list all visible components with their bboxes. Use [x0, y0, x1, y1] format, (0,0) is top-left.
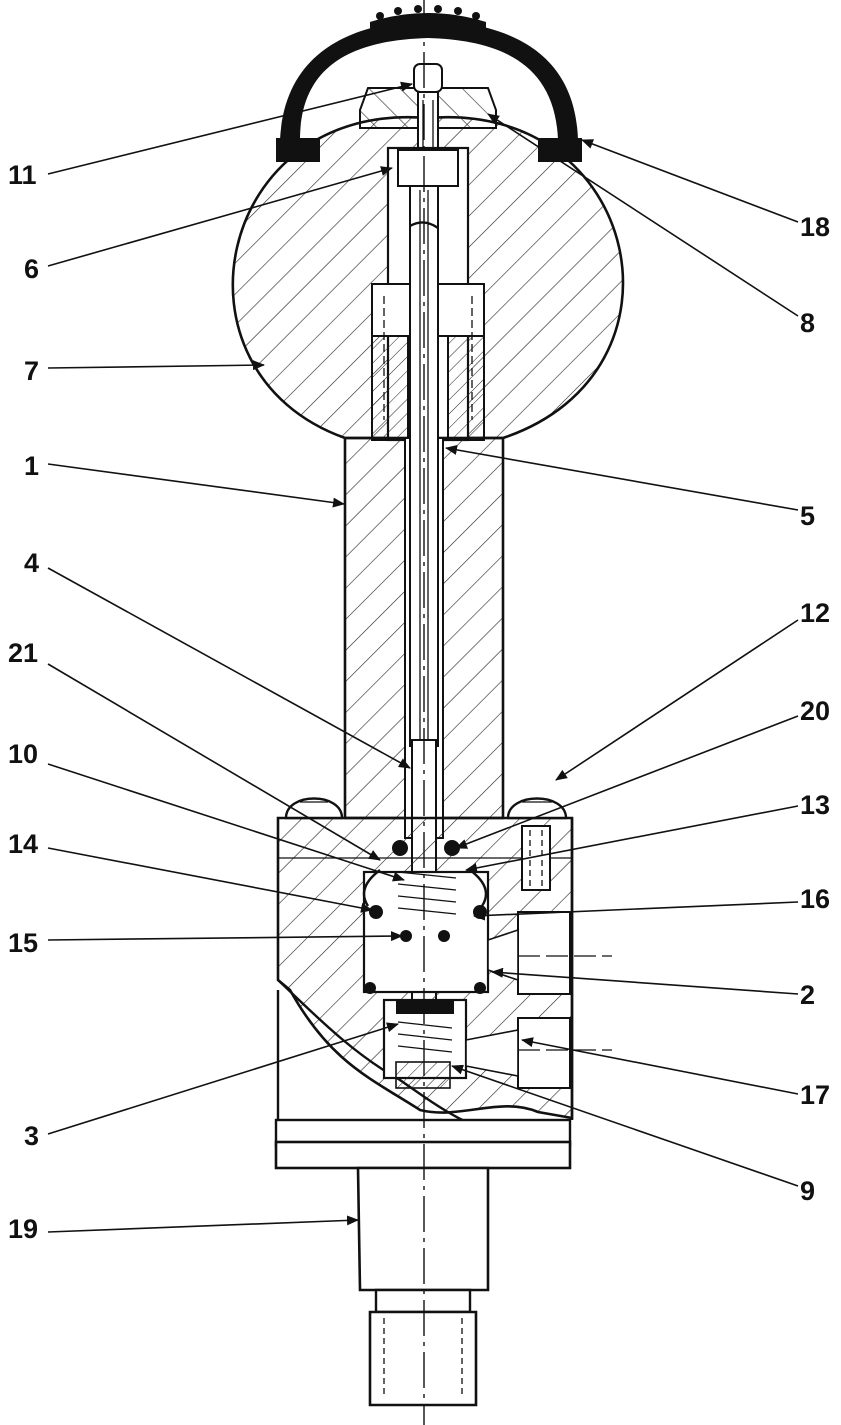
callout-label-5: 5 — [800, 501, 815, 531]
callout-17: 17 — [521, 1037, 830, 1110]
callout-14: 14 — [8, 829, 373, 913]
callout-label-21: 21 — [8, 638, 38, 668]
callout-8: 8 — [487, 113, 815, 338]
callout-label-17: 17 — [800, 1080, 830, 1110]
leader-line-18 — [581, 139, 799, 223]
callout-label-4: 4 — [24, 548, 39, 578]
callout-label-14: 14 — [8, 829, 38, 859]
callout-4: 4 — [24, 548, 411, 769]
callout-label-1: 1 — [24, 451, 39, 481]
callout-label-13: 13 — [800, 790, 830, 820]
knob-cover-part — [276, 5, 582, 162]
leader-line-17 — [521, 1037, 799, 1095]
callout-18: 18 — [581, 139, 830, 242]
leader-line-8 — [487, 113, 799, 317]
callout-label-18: 18 — [800, 212, 830, 242]
leader-line-5 — [445, 444, 799, 511]
callout-21: 21 — [8, 638, 381, 861]
leader-line-19 — [47, 1215, 359, 1233]
callout-10: 10 — [8, 739, 405, 882]
leader-line-7 — [47, 360, 265, 371]
callout-19: 19 — [8, 1214, 359, 1244]
callout-label-11: 11 — [8, 160, 37, 190]
leader-line-12 — [555, 619, 799, 781]
leader-line-16 — [473, 901, 799, 921]
callout-16: 16 — [473, 884, 830, 921]
callout-label-7: 7 — [24, 356, 39, 386]
callout-9: 9 — [451, 1064, 815, 1206]
callout-11: 11 — [8, 81, 413, 190]
callout-1: 1 — [24, 451, 345, 508]
leader-line-14 — [47, 847, 373, 913]
leader-line-20 — [455, 715, 799, 849]
leader-line-4 — [47, 567, 411, 769]
callout-label-3: 3 — [24, 1121, 39, 1151]
callout-6: 6 — [24, 166, 393, 284]
leader-line-3 — [47, 1022, 399, 1135]
leader-line-13 — [465, 805, 799, 873]
leader-line-21 — [47, 663, 381, 861]
callout-label-16: 16 — [800, 884, 830, 914]
callout-15: 15 — [8, 928, 403, 958]
leader-line-11 — [47, 81, 413, 175]
callout-12: 12 — [555, 598, 830, 781]
callout-13: 13 — [465, 790, 830, 873]
callout-label-19: 19 — [8, 1214, 38, 1244]
leader-line-6 — [47, 166, 393, 267]
callout-3: 3 — [24, 1022, 399, 1151]
callout-2: 2 — [491, 967, 815, 1010]
callout-label-10: 10 — [8, 739, 38, 769]
callout-label-6: 6 — [24, 254, 39, 284]
callout-label-2: 2 — [800, 980, 815, 1010]
leader-line-2 — [491, 967, 799, 995]
mounting-stem-part — [356, 1166, 490, 1407]
leader-line-1 — [47, 463, 345, 508]
callout-7: 7 — [24, 356, 265, 386]
callout-5: 5 — [445, 444, 815, 531]
callout-label-12: 12 — [800, 598, 830, 628]
leader-line-10 — [47, 763, 405, 882]
callout-label-15: 15 — [8, 928, 38, 958]
callout-20: 20 — [455, 696, 830, 849]
leader-line-9 — [451, 1064, 799, 1187]
callout-label-20: 20 — [800, 696, 830, 726]
callout-label-8: 8 — [800, 308, 815, 338]
valve-cavity — [362, 825, 612, 1089]
callout-label-9: 9 — [800, 1176, 815, 1206]
leader-line-15 — [47, 931, 403, 942]
